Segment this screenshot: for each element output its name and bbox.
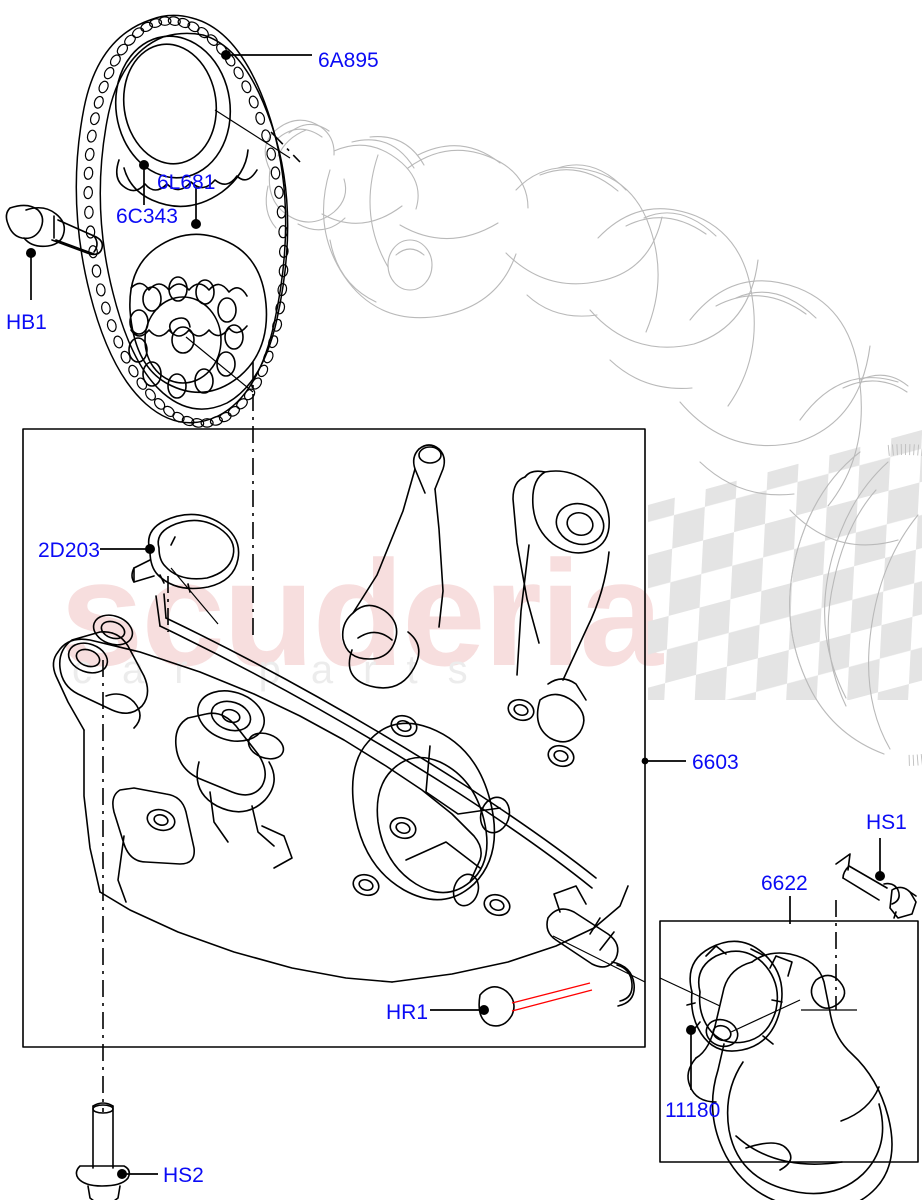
callout-hs2[interactable]: HS2 <box>163 1164 204 1187</box>
callout-hb1[interactable]: HB1 <box>6 311 47 334</box>
callout-11180[interactable]: 11180 <box>665 1099 721 1122</box>
callout-2d203[interactable]: 2D203 <box>38 539 100 562</box>
hr1-highlight-lines <box>511 982 593 1012</box>
sprocket-retaining-bolt <box>5 204 104 256</box>
leader-dots <box>26 50 885 1179</box>
oil-pump-sprocket <box>128 233 268 399</box>
crankshaft-sprocket <box>114 35 258 208</box>
callout-hr1[interactable]: HR1 <box>386 1001 429 1024</box>
long-retaining-screw <box>75 1102 131 1200</box>
oil-pump-pickup-cover <box>687 952 893 1200</box>
timing-drive-chain <box>75 14 289 424</box>
retaining-clip <box>131 513 240 593</box>
callout-6c343[interactable]: 6C343 <box>116 205 178 228</box>
crankshaft-ghost <box>264 119 909 546</box>
callout-6603[interactable]: 6603 <box>692 751 739 774</box>
oil-pump-assembly <box>52 444 635 1007</box>
main-detail-frame <box>22 428 646 1048</box>
centre-lines <box>102 131 837 1112</box>
leader-lines <box>30 54 881 1175</box>
callout-6622[interactable]: 6622 <box>761 872 808 895</box>
callout-6a895[interactable]: 6A895 <box>318 49 379 72</box>
callout-6l681[interactable]: 6L681 <box>157 171 216 194</box>
centreline-sprocket-crank <box>270 131 301 163</box>
blanking-plug <box>478 986 515 1027</box>
gasket-seal-ring <box>686 940 783 1052</box>
chain-roller-links <box>83 16 289 428</box>
callout-hs1[interactable]: HS1 <box>866 811 907 834</box>
flanged-screw <box>835 853 917 919</box>
